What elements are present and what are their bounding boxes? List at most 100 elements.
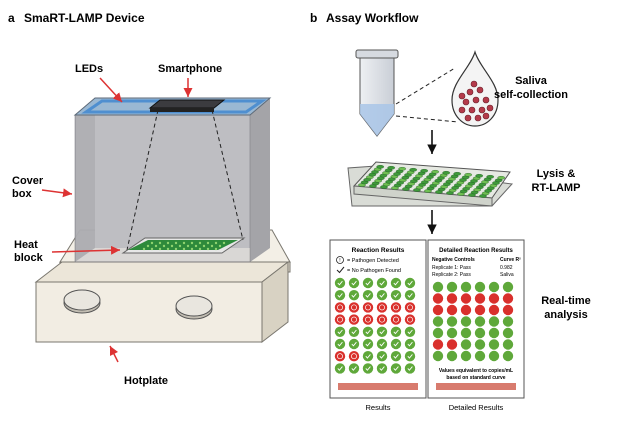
label-real-time: Real-time: [541, 295, 591, 307]
detail-well-negative: [446, 281, 458, 293]
saliva-droplet: [451, 49, 499, 127]
heat-block-well: [166, 241, 170, 245]
heat-block-well: [150, 241, 154, 245]
well-negative: [376, 277, 388, 289]
results-caption: Results: [365, 403, 390, 412]
col-negative-controls: Negative Controls: [432, 257, 475, 263]
check-mark-icon: [379, 329, 385, 335]
heat-block-well: [190, 241, 194, 245]
well-negative: [390, 351, 402, 362]
heat-block-well: [162, 244, 166, 248]
positive-mark-icon: [393, 316, 399, 323]
well-negative: [376, 326, 388, 337]
well-negative: [390, 290, 402, 301]
positive-mark-icon: [407, 316, 413, 323]
heat-block-well: [214, 241, 218, 245]
check-mark-icon: [365, 354, 371, 359]
well-negative: [390, 326, 402, 337]
check-mark-icon: [365, 293, 371, 298]
detail-well-positive: [446, 293, 458, 304]
label-self-collection: self-collection: [494, 89, 568, 101]
check-mark-icon: [351, 366, 357, 371]
label-hotplate: Hotplate: [124, 375, 168, 387]
heat-block-well: [218, 244, 222, 248]
detail-well-positive: [474, 304, 486, 316]
heat-block-well: [150, 247, 154, 251]
well-negative: [404, 351, 416, 362]
well-positive: [348, 314, 360, 325]
heat-block-well: [222, 241, 226, 245]
detail-well-negative: [502, 316, 514, 327]
detail-well-negative: [488, 350, 500, 362]
results-button[interactable]: [338, 383, 418, 390]
detail-well-negative: [474, 316, 486, 327]
check-mark-icon: [365, 280, 371, 286]
well-negative: [334, 277, 346, 289]
plate-well: [442, 170, 451, 175]
well-negative: [376, 290, 388, 301]
well-positive: [390, 314, 402, 325]
positive-mark-icon: [351, 353, 357, 360]
check-mark-icon: [337, 341, 343, 347]
detailed-footer-1: Values equivalent to copies/mL: [439, 368, 513, 374]
legend-detected: = Pathogen Detected: [347, 258, 399, 264]
detail-well-negative: [502, 327, 514, 339]
well-positive: [376, 314, 388, 325]
check-mark-icon: [393, 280, 399, 286]
well-negative: [376, 338, 388, 350]
well-negative: [404, 338, 416, 350]
well-positive: [362, 302, 374, 313]
positive-mark-icon: [393, 304, 399, 311]
heat-block-well: [146, 244, 150, 248]
check-mark-icon: [393, 329, 399, 335]
detailed-button[interactable]: [436, 383, 516, 390]
well-negative: [348, 363, 360, 374]
heat-block-well: [206, 247, 210, 251]
positive-mark-icon: [337, 304, 343, 311]
detailed-title: Detailed Reaction Results: [439, 248, 513, 254]
plate-well: [431, 169, 440, 174]
results-title: Reaction Results: [352, 247, 405, 254]
detail-well-negative: [446, 327, 458, 339]
check-mark-icon: [379, 280, 385, 286]
well-negative: [362, 290, 374, 301]
heat-block-well: [174, 247, 178, 251]
well-positive: [334, 314, 346, 325]
well-negative: [334, 290, 346, 301]
well-positive: [390, 302, 402, 313]
saliva-tube: [355, 49, 399, 137]
positive-mark-icon: [351, 304, 357, 311]
check-mark-icon: [337, 366, 343, 371]
heat-block-well: [158, 247, 162, 251]
detail-well-positive: [502, 293, 514, 304]
check-mark-icon: [393, 293, 399, 298]
detail-well-negative: [488, 316, 500, 327]
well-negative: [348, 290, 360, 301]
cover-box: [73, 97, 272, 263]
virus-particle: [474, 114, 482, 122]
positive-mark-icon: [365, 316, 371, 323]
detail-well-positive: [432, 293, 444, 304]
heat-block-well: [174, 241, 178, 245]
label-saliva: Saliva: [515, 75, 548, 87]
well-negative: [348, 277, 360, 289]
detail-well-negative: [460, 316, 472, 327]
well-negative: [348, 326, 360, 337]
check-mark-icon: [337, 280, 343, 286]
virus-particle: [482, 112, 490, 120]
check-mark-icon: [351, 341, 357, 347]
detail-well-negative: [432, 316, 444, 327]
plate-well: [475, 173, 484, 178]
label-box: box: [12, 188, 32, 200]
detail-well-positive: [446, 339, 458, 350]
virus-particle: [458, 106, 466, 114]
detailed-caption: Detailed Results: [449, 403, 504, 412]
detail-well-positive: [446, 304, 458, 316]
heat-block-well: [190, 247, 194, 251]
virus-particle: [476, 86, 484, 94]
detail-well-positive: [460, 304, 472, 316]
detail-well-positive: [432, 339, 444, 350]
well-positive: [334, 302, 346, 313]
heat-block-well: [154, 244, 158, 248]
